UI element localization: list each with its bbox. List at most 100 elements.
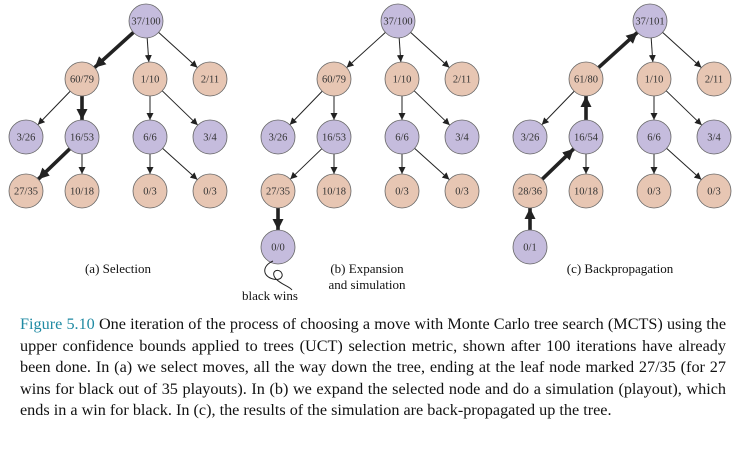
tree-node-a-root: 37/100: [128, 3, 164, 39]
tree-node-b-n9: 10/18: [316, 173, 352, 209]
node-label: 0/3: [455, 187, 468, 198]
tree-node-a-n11: 0/3: [192, 173, 228, 209]
tree-node-b-n3: 2/11: [444, 61, 480, 97]
edge-b-root-n3: [410, 32, 450, 68]
node-circle: [636, 61, 672, 97]
tree-node-b-n10: 0/3: [384, 173, 420, 209]
node-label: 0/3: [203, 187, 216, 198]
node-label: 0/3: [647, 187, 660, 198]
tree-node-c-n7: 3/4: [696, 119, 732, 155]
tree-node-b-n6: 6/6: [384, 119, 420, 155]
tree-node-c-n6: 6/6: [636, 119, 672, 155]
node-circle: [132, 61, 168, 97]
node-label: 61/80: [574, 75, 598, 86]
tree-node-a-n3: 2/11: [192, 61, 228, 97]
node-label: 0/3: [395, 187, 408, 198]
node-circle: [64, 173, 100, 209]
node-circle: [568, 173, 604, 209]
node-circle: [260, 229, 296, 265]
node-label: 2/11: [705, 75, 723, 86]
panel-c-caption: (c) Backpropagation: [567, 261, 674, 276]
node-circle: [444, 61, 480, 97]
tree-node-c-n9: 10/18: [568, 173, 604, 209]
node-circle: [636, 119, 672, 155]
node-circle: [192, 61, 228, 97]
playout-squiggle: [264, 260, 293, 291]
node-circle: [568, 119, 604, 155]
edge-a-root-n1-bold: [93, 31, 135, 69]
node-label: 1/10: [645, 75, 664, 86]
node-circle: [260, 119, 296, 155]
tree-node-b-root: 37/100: [380, 3, 416, 39]
tree-node-a-n7: 3/4: [192, 119, 228, 155]
figure-caption: Figure 5.10 One iteration of the process…: [20, 314, 726, 422]
node-label: 3/4: [455, 133, 469, 144]
node-label: 0/3: [143, 187, 156, 198]
node-label: 16/54: [574, 133, 599, 144]
edge-a-n2-n7: [161, 90, 199, 126]
tree-node-b-n7: 3/4: [444, 119, 480, 155]
edge-b-n2-n7: [413, 90, 451, 126]
node-label: 28/36: [518, 187, 542, 198]
edge-c-root-n3: [662, 32, 702, 68]
node-circle: [316, 119, 352, 155]
node-circle: [384, 173, 420, 209]
panel-c-edges: [524, 31, 703, 230]
node-label: 2/11: [453, 75, 471, 86]
edge-c-n1-root-bold: [597, 31, 639, 69]
edge-b-root-n1: [346, 32, 386, 68]
node-circle: [260, 173, 296, 209]
panel-b-edges: [272, 32, 451, 230]
node-circle: [192, 119, 228, 155]
node-circle: [192, 173, 228, 209]
tree-node-a-n2: 1/10: [132, 61, 168, 97]
node-circle: [568, 61, 604, 97]
node-label: 37/100: [383, 17, 412, 28]
tree-node-b-n12: 0/0: [260, 229, 296, 265]
node-label: 3/26: [521, 133, 540, 144]
edge-c-n6-n11: [666, 148, 702, 180]
edge-a-root-n3: [158, 32, 198, 68]
node-label: 10/18: [574, 187, 598, 198]
node-circle: [8, 119, 44, 155]
panel-b-caption-line2: and simulation: [329, 277, 406, 292]
node-circle: [8, 173, 44, 209]
node-label: 0/3: [707, 187, 720, 198]
node-label: 1/10: [141, 75, 160, 86]
tree-node-b-n2: 1/10: [384, 61, 420, 97]
node-circle: [696, 61, 732, 97]
node-label: 37/100: [131, 17, 160, 28]
node-label: 16/53: [70, 133, 94, 144]
tree-node-a-n5: 16/53: [64, 119, 100, 155]
node-circle: [444, 173, 480, 209]
tree-node-c-root: 37/101: [632, 3, 668, 39]
node-circle: [380, 3, 416, 39]
mcts-figure: 37/100 60/79 1/10 2/11 3/26 16/53 6/6 3/4 27/35 1…: [8, 3, 732, 303]
figure-caption-text: One iteration of the process of choosing…: [20, 315, 726, 420]
edge-b-n1-n4: [289, 90, 323, 126]
node-label: 0/1: [523, 243, 536, 254]
node-label: 3/4: [707, 133, 721, 144]
node-label: 6/6: [647, 133, 660, 144]
tree-node-c-n10: 0/3: [636, 173, 672, 209]
tree-node-c-n12: 0/1: [512, 229, 548, 265]
edge-b-root-n2: [396, 37, 404, 63]
node-circle: [636, 173, 672, 209]
node-label: 10/18: [70, 187, 94, 198]
edge-a-n5-n8-bold: [36, 147, 72, 181]
tree-node-a-n6: 6/6: [132, 119, 168, 155]
node-circle: [132, 119, 168, 155]
tree-node-c-n5: 16/54: [568, 119, 604, 155]
panel-a-edges: [36, 31, 199, 181]
tree-node-c-n2: 1/10: [636, 61, 672, 97]
tree-node-b-n8: 27/35: [260, 173, 296, 209]
tree-node-a-n4: 3/26: [8, 119, 44, 155]
node-circle: [512, 119, 548, 155]
node-circle: [444, 119, 480, 155]
tree-node-a-n8: 27/35: [8, 173, 44, 209]
tree-node-b-n1: 60/79: [316, 61, 352, 97]
tree-node-c-n1: 61/80: [568, 61, 604, 97]
node-label: 2/11: [201, 75, 219, 86]
